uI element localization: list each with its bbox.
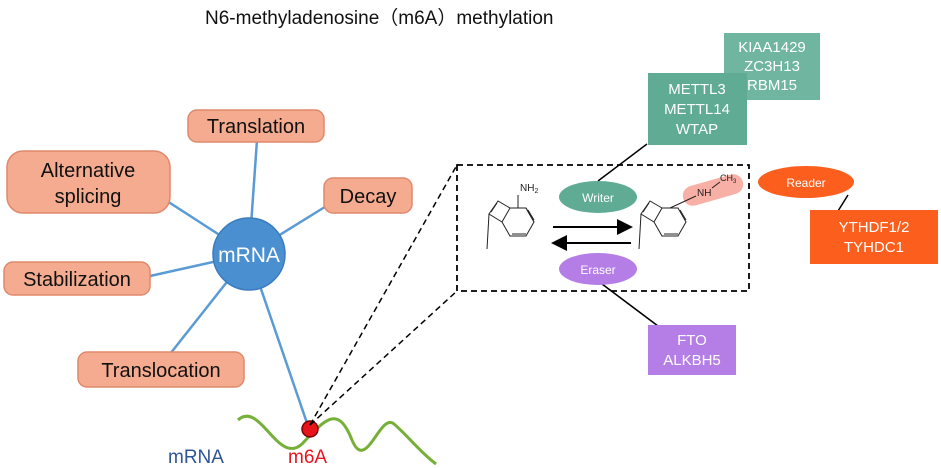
connector-lines <box>597 143 849 327</box>
m6a-label: m6A <box>288 447 327 468</box>
function-stabilization-label: Stabilization <box>23 269 131 291</box>
writer-protein-mettl14: METTL14 <box>664 101 730 118</box>
function-alternative-splicing-line2: splicing <box>55 186 122 208</box>
function-decay-label: Decay <box>340 186 397 208</box>
reader-label: Reader <box>786 176 825 190</box>
function-alternative-splicing-line1: Alternative <box>41 160 136 182</box>
m6a-site-dot <box>301 420 319 438</box>
eraser-protein-alkbh5: ALKBH5 <box>663 352 721 369</box>
reader-enzyme: Reader <box>758 166 854 198</box>
diagram-title: N6-methyladenosine（m6A）methylation <box>205 7 554 29</box>
function-decay: Decay <box>323 177 413 214</box>
writer-proteins-group1: METTL3 METTL14 WTAP <box>648 73 747 145</box>
adenine-molecule <box>486 195 535 250</box>
adenine-nh2-label: NH2 <box>520 183 538 195</box>
reader-target-highlight <box>682 174 744 206</box>
function-stabilization: Stabilization <box>3 261 151 296</box>
eraser-protein-fto: FTO <box>677 332 707 349</box>
function-translocation-label: Translocation <box>101 360 220 382</box>
mrna-strand <box>236 414 437 466</box>
writer-enzyme: Writer <box>559 181 637 213</box>
writer-protein-mettl3: METTL3 <box>668 81 726 98</box>
function-alternative-splicing: Alternative splicing <box>6 150 171 214</box>
function-translation: Translation <box>187 109 325 143</box>
detail-box <box>456 164 750 292</box>
mrna-hub: mRNA <box>212 217 286 291</box>
writer-protein-kiaa1429: KIAA1429 <box>738 39 806 56</box>
reader-protein-tyhdc1: TYHDC1 <box>844 239 904 256</box>
writer-proteins-group2: KIAA1429 ZC3H13 RBM15 <box>724 33 820 100</box>
m6a-ch3-label: CH3 <box>720 173 737 185</box>
reader-proteins: YTHDF1/2 TYHDC1 <box>810 210 938 264</box>
writer-label: Writer <box>582 191 614 205</box>
m6a-nh-label: NH <box>697 188 711 199</box>
writer-protein-zc3h13: ZC3H13 <box>744 58 800 75</box>
mrna-hub-label: mRNA <box>218 244 280 267</box>
reader-protein-ythdf: YTHDF1/2 <box>839 219 910 236</box>
eraser-enzyme: Eraser <box>559 253 637 285</box>
mrna-strand-label: mRNA <box>168 447 224 468</box>
eraser-label: Eraser <box>580 263 615 277</box>
function-translation-label: Translation <box>207 116 305 138</box>
eraser-proteins: FTO ALKBH5 <box>648 325 736 375</box>
writer-protein-rbm15: RBM15 <box>747 77 797 94</box>
m6a-molecule <box>638 181 721 250</box>
function-translocation: Translocation <box>77 351 245 388</box>
zoom-lines <box>309 164 458 426</box>
writer-protein-wtap: WTAP <box>676 121 718 138</box>
